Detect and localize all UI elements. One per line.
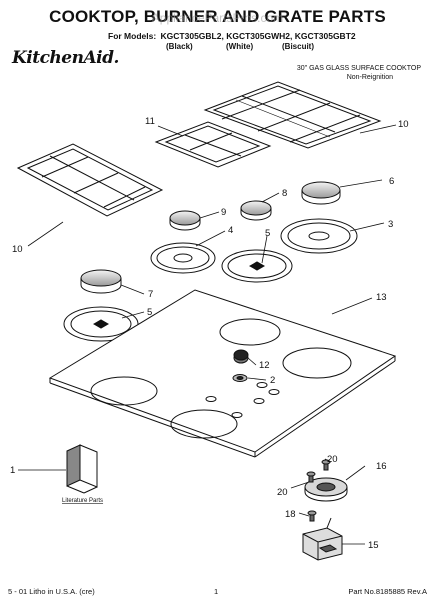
color-black: (Black) <box>166 42 193 51</box>
burner-base-16 <box>304 477 348 502</box>
grate-center <box>154 121 272 168</box>
product-title: 30" GAS GLASS SURFACE COOKTOP <box>296 65 421 72</box>
burner-cap-9 <box>169 210 201 231</box>
burner-head-5-right <box>221 249 293 283</box>
literature-parts-label: Literature Parts <box>62 498 103 504</box>
burner-head-4 <box>150 242 216 274</box>
callout-5-right: 5 <box>265 228 270 239</box>
callout-6: 6 <box>389 176 394 187</box>
callout-7: 7 <box>148 289 153 300</box>
callout-18: 18 <box>285 509 296 520</box>
screw-20-top <box>321 459 331 471</box>
callout-16: 16 <box>376 461 387 472</box>
burner-head-3 <box>280 218 358 254</box>
models-label: For Models: <box>108 31 157 41</box>
leader-lines <box>18 124 397 545</box>
watermark: AppliancePartsPros.com <box>151 11 284 25</box>
color-white: (White) <box>226 42 254 51</box>
burner-cap-6 <box>301 181 341 205</box>
callout-11: 11 <box>145 116 155 127</box>
footer-litho: 5 - 01 Litho in U.S.A. (cre) <box>8 587 95 596</box>
callout-20-left: 20 <box>277 487 288 498</box>
product-description: 30" GAS GLASS SURFACE COOKTOP Non-Reigni… <box>297 64 421 82</box>
callout-15: 15 <box>368 540 379 551</box>
burner-cap-7 <box>80 269 122 294</box>
callout-3: 3 <box>388 219 393 230</box>
literature-parts <box>66 444 98 494</box>
callout-8: 8 <box>282 188 287 199</box>
footer-page-number: 1 <box>214 587 219 596</box>
callout-5-left: 5 <box>147 307 152 318</box>
control-knob <box>233 349 249 364</box>
color-biscuit: (Biscuit) <box>282 42 314 51</box>
burner-head-5-left <box>63 306 139 342</box>
screw-20-left <box>306 471 316 483</box>
models-line: For Models: KGCT305GBL2, KGCT305GWH2, KG… <box>108 31 356 41</box>
callout-2: 2 <box>270 375 275 386</box>
burner-cap-8 <box>240 200 272 221</box>
callout-10-left: 10 <box>12 244 23 255</box>
callout-10-right: 10 <box>398 119 409 130</box>
igniter-15 <box>302 517 343 561</box>
grate-right <box>203 81 382 149</box>
callout-20-top: 20 <box>327 454 338 465</box>
callout-4: 4 <box>228 225 233 236</box>
product-subtitle: Non-Reignition <box>346 74 393 81</box>
callout-9: 9 <box>221 207 226 218</box>
page-title: COOKTOP, BURNER AND GRATE PARTS <box>49 7 386 26</box>
callout-12: 12 <box>259 360 270 371</box>
screw-18 <box>307 510 317 522</box>
brand-logo: KitchenAid. <box>12 48 119 68</box>
model-numbers: KGCT305GBL2, KGCT305GWH2, KGCT305GBT2 <box>160 31 356 41</box>
callout-1: 1 <box>10 465 15 476</box>
callout-13: 13 <box>376 292 387 303</box>
cooktop-glass <box>48 289 397 458</box>
footer-part-number: Part No.8185885 Rev.A <box>348 587 427 596</box>
knob-bezel <box>232 374 248 382</box>
grate-left <box>16 143 164 217</box>
